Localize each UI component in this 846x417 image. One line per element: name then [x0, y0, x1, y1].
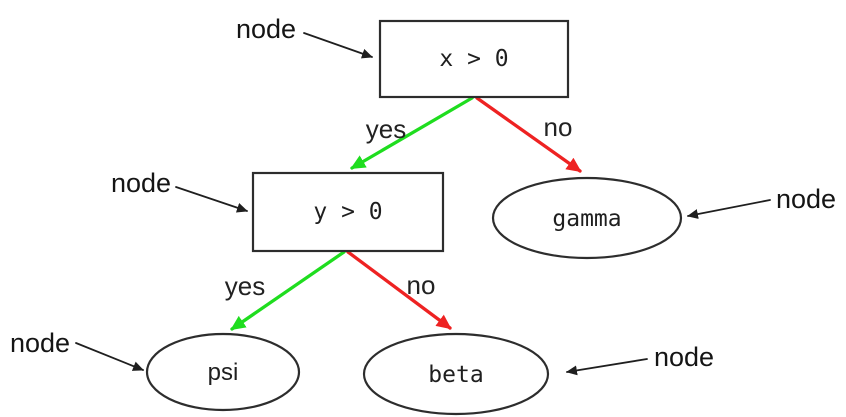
- edge-line-root-no: [475, 96, 582, 173]
- annotation-label: node: [236, 14, 296, 44]
- annotation-arrow: [175, 186, 248, 213]
- edge-label-yes: yes: [366, 114, 406, 144]
- edge-label-no: no: [544, 112, 573, 142]
- annotation-inner: node: [111, 168, 248, 213]
- annotation-label: node: [776, 184, 836, 214]
- edge-inner-yes: yes: [225, 250, 346, 331]
- node-root-label: x > 0: [439, 46, 508, 72]
- node-inner-box: [251, 171, 445, 253]
- node-inner: y > 0: [251, 171, 445, 253]
- annotation-label: node: [654, 342, 714, 372]
- node-gamma-label: gamma: [552, 206, 621, 232]
- annotation-psi: node: [10, 328, 144, 371]
- node-beta-ellipse: [362, 332, 550, 416]
- node-psi: psi: [145, 332, 301, 412]
- edge-line-inner-no: [346, 250, 452, 330]
- node-root-box: [378, 19, 570, 99]
- edge-line-root-yes: [350, 96, 474, 170]
- annotation-arrow: [75, 342, 144, 371]
- annotation-root: node: [236, 14, 373, 59]
- edge-inner-no: no: [346, 250, 452, 330]
- annotation-gamma: node: [687, 184, 836, 219]
- annotation-label: node: [10, 328, 70, 358]
- annotation-arrow: [566, 358, 648, 376]
- annotation-arrow: [303, 32, 373, 59]
- edge-root-yes: yes: [350, 96, 474, 170]
- node-psi-ellipse: [145, 332, 301, 412]
- node-root: x > 0: [378, 19, 570, 99]
- node-inner-label: y > 0: [313, 199, 382, 225]
- node-gamma-ellipse: [491, 176, 683, 260]
- edge-label-yes: yes: [225, 271, 265, 301]
- edge-line-inner-yes: [230, 250, 346, 331]
- annotation-label: node: [111, 168, 171, 198]
- node-psi-label: psi: [208, 359, 239, 386]
- annotation-beta: node: [566, 342, 714, 376]
- node-beta-label: beta: [428, 362, 483, 388]
- node-beta: beta: [362, 332, 550, 416]
- edge-root-no: no: [475, 96, 582, 173]
- annotation-arrow: [687, 199, 771, 219]
- edge-label-no: no: [407, 270, 436, 300]
- node-gamma: gamma: [491, 176, 683, 260]
